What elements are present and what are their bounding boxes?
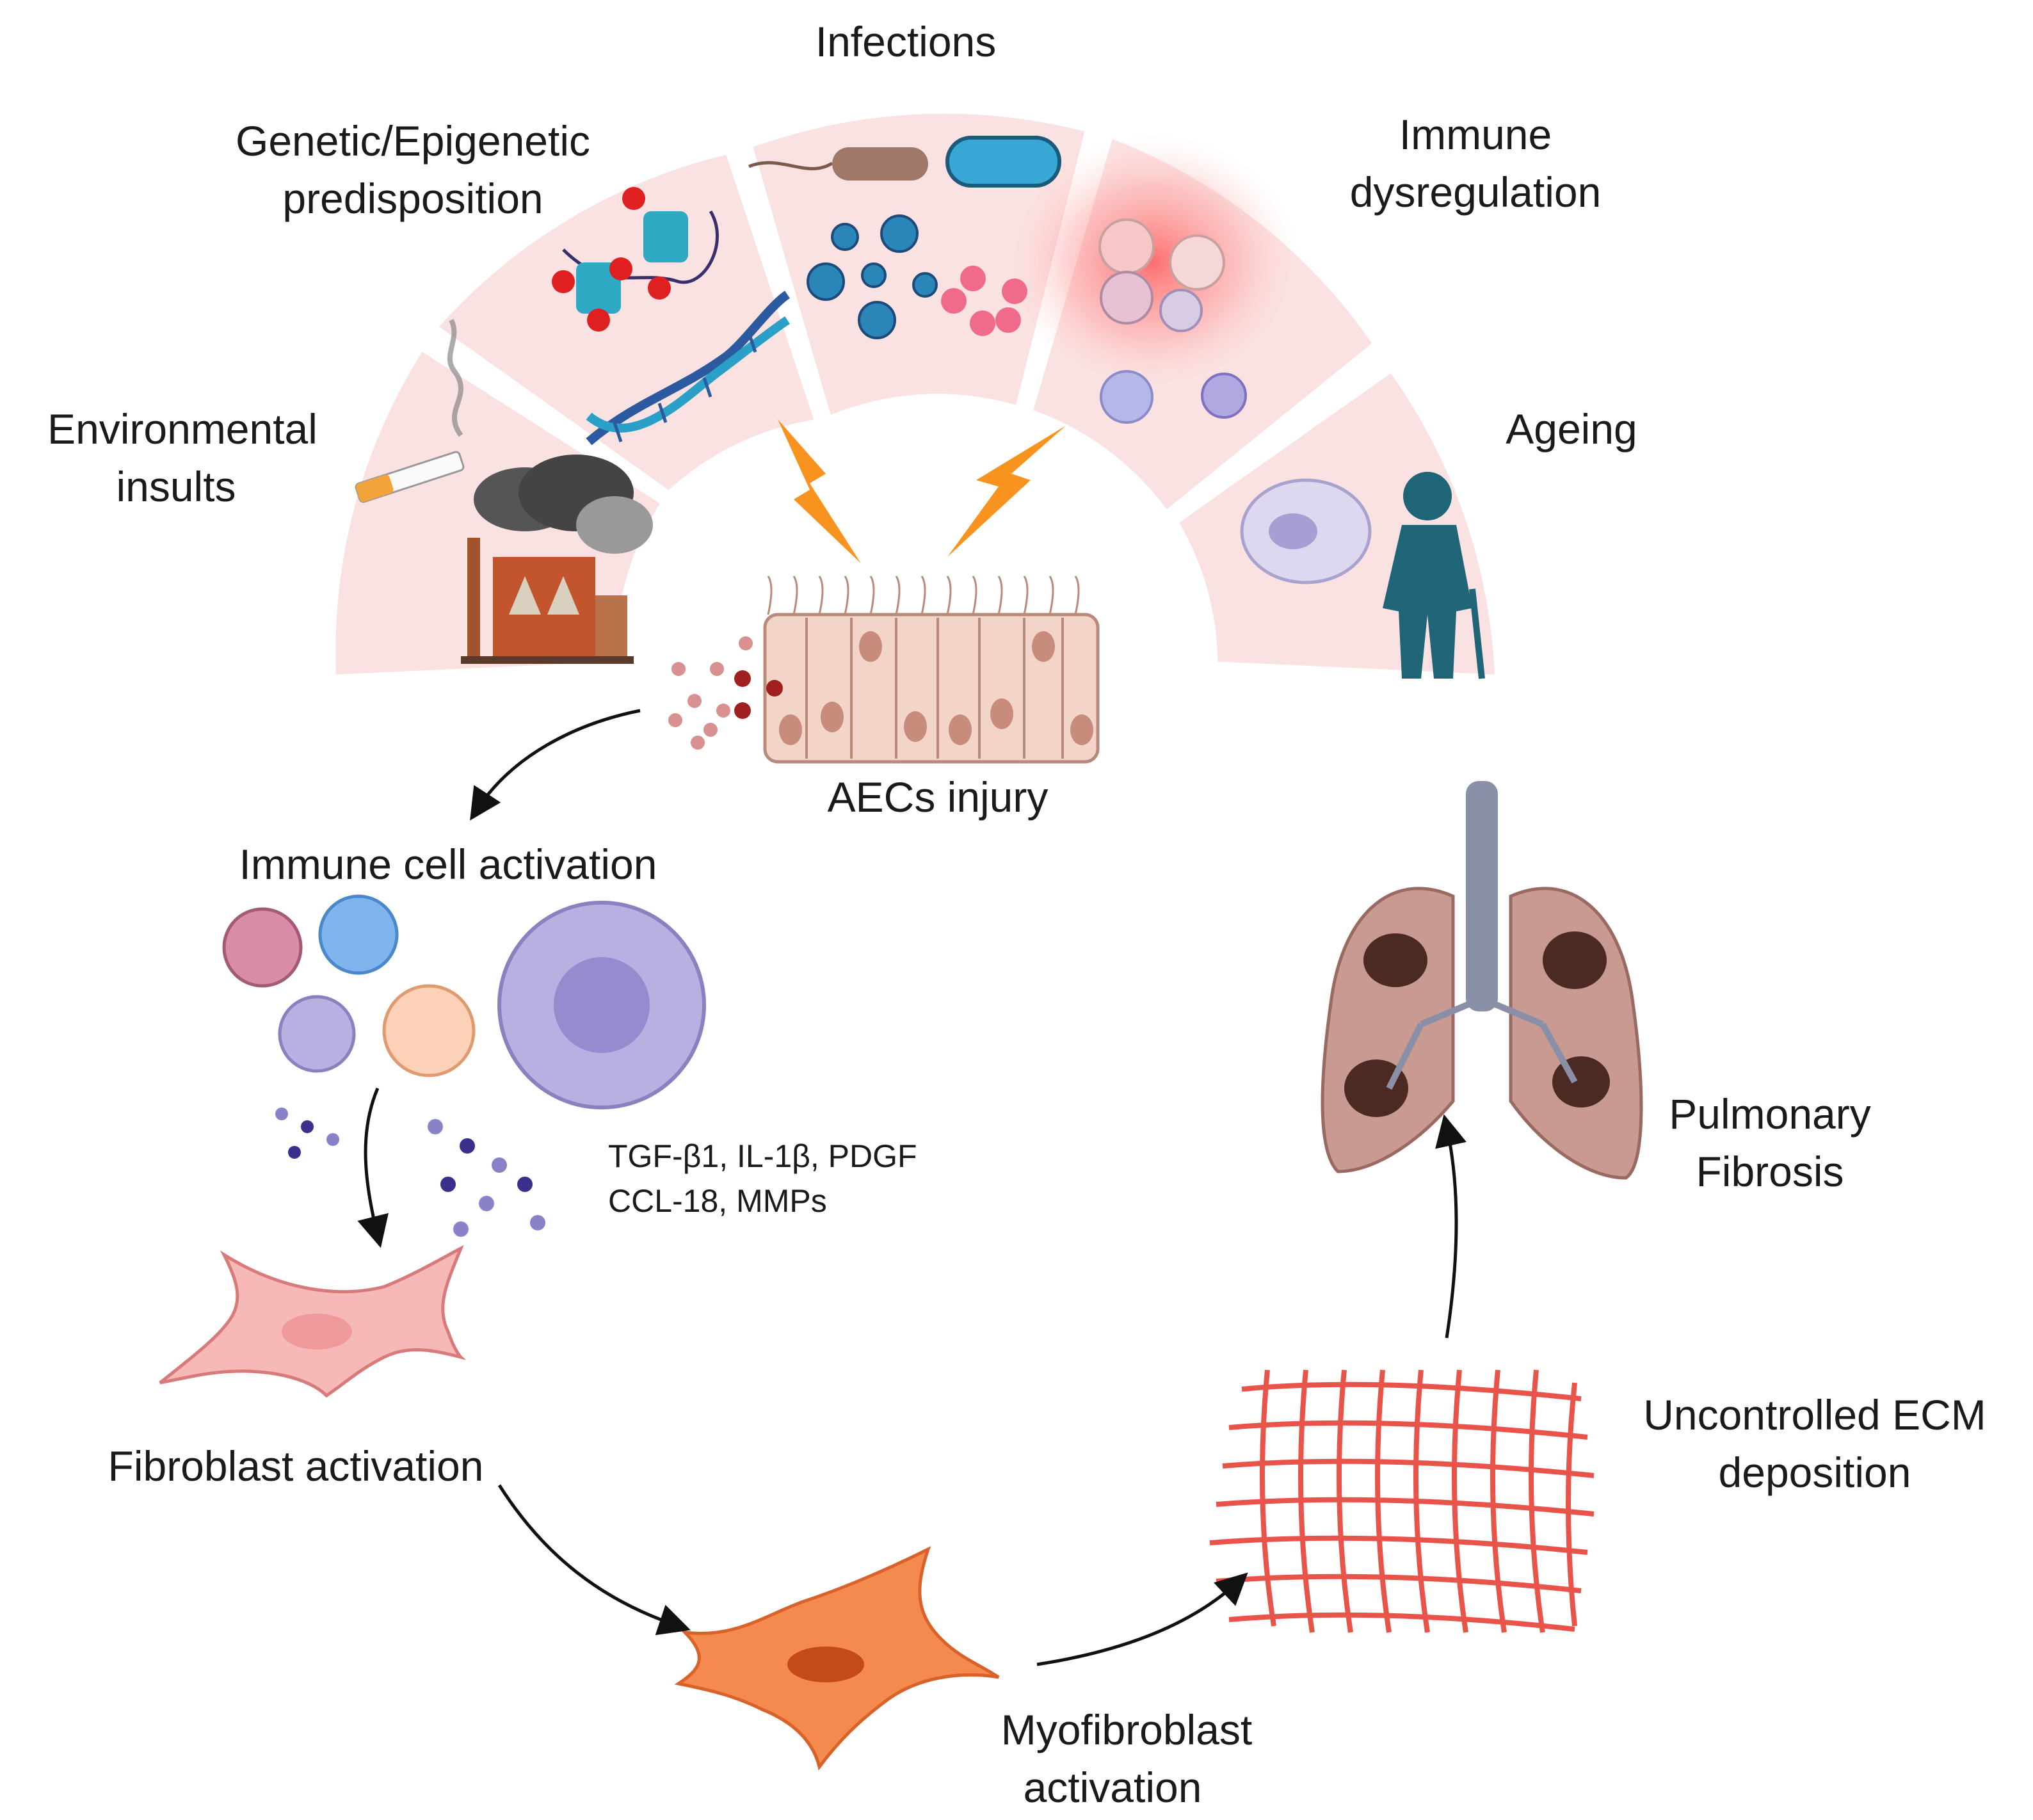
label-environmental-line2: insults [116, 463, 236, 510]
arrow-immune-to-fibroblast [357, 1088, 389, 1248]
label-infections: Infections [816, 18, 997, 65]
ecm-mesh-icon [1209, 1369, 1595, 1633]
epithelium-icon [763, 576, 1100, 764]
label-environmental-line1: Environmental [47, 405, 317, 453]
elderly-person-icon [1383, 472, 1485, 679]
arc-segment-infections [753, 113, 1085, 415]
immune-glow [1005, 134, 1299, 391]
lungs-icon [1321, 781, 1643, 1180]
fibroblast-icon [159, 1244, 467, 1398]
label-fibroblast: Fibroblast activation [108, 1442, 484, 1490]
cycle-arrows [357, 709, 1466, 1666]
arrow-fibroblast-to-myofibroblast [497, 1484, 691, 1636]
lightning-icon [778, 419, 1066, 563]
label-myofibroblast-line1: Myofibroblast [1001, 1706, 1253, 1753]
cigarette-icon [355, 319, 465, 503]
senescent-cell-icon [1240, 478, 1372, 584]
arrow-injury-to-immune [470, 709, 641, 821]
label-genetic-line1: Genetic/Epigenetic [236, 117, 590, 165]
label-fibrosis-line2: Fibrosis [1696, 1148, 1844, 1195]
dna-icon [586, 291, 791, 446]
label-ecm-line1: Uncontrolled ECM [1643, 1391, 1986, 1438]
arrow-ecm-to-fibrosis [1435, 1114, 1466, 1339]
label-genetic-line2: predisposition [282, 175, 543, 222]
label-immune-line1: Immune [1399, 111, 1552, 158]
arc-segment-genetic [439, 154, 814, 490]
immune-cells-icon [1098, 218, 1247, 424]
bacteria-icon [748, 136, 1061, 188]
released-particles-icon [668, 636, 783, 750]
myofibroblast-icon [674, 1546, 1000, 1771]
label-fibrosis-line1: Pulmonary [1669, 1090, 1870, 1138]
label-ageing: Ageing [1506, 405, 1637, 453]
arrow-myofibroblast-to-ecm [1036, 1572, 1248, 1666]
label-cytokines-line1: TGF-β1, IL-1β, PDGF [608, 1138, 917, 1174]
nucleosome-icon [552, 187, 719, 332]
label-myofibroblast-line2: activation [1024, 1764, 1202, 1811]
label-ecm-line2: deposition [1719, 1449, 1911, 1496]
label-immune-activation: Immune cell activation [239, 841, 657, 888]
factory-icon [461, 455, 653, 664]
label-immune-line2: dysregulation [1350, 168, 1602, 216]
cytokine-particles-icon [275, 1107, 545, 1237]
label-aecs-injury: AECs injury [828, 773, 1049, 821]
virus-icon [807, 214, 1027, 339]
activated-immune-cells-icon [222, 894, 706, 1109]
label-cytokines-line2: CCL-18, MMPs [608, 1183, 827, 1219]
